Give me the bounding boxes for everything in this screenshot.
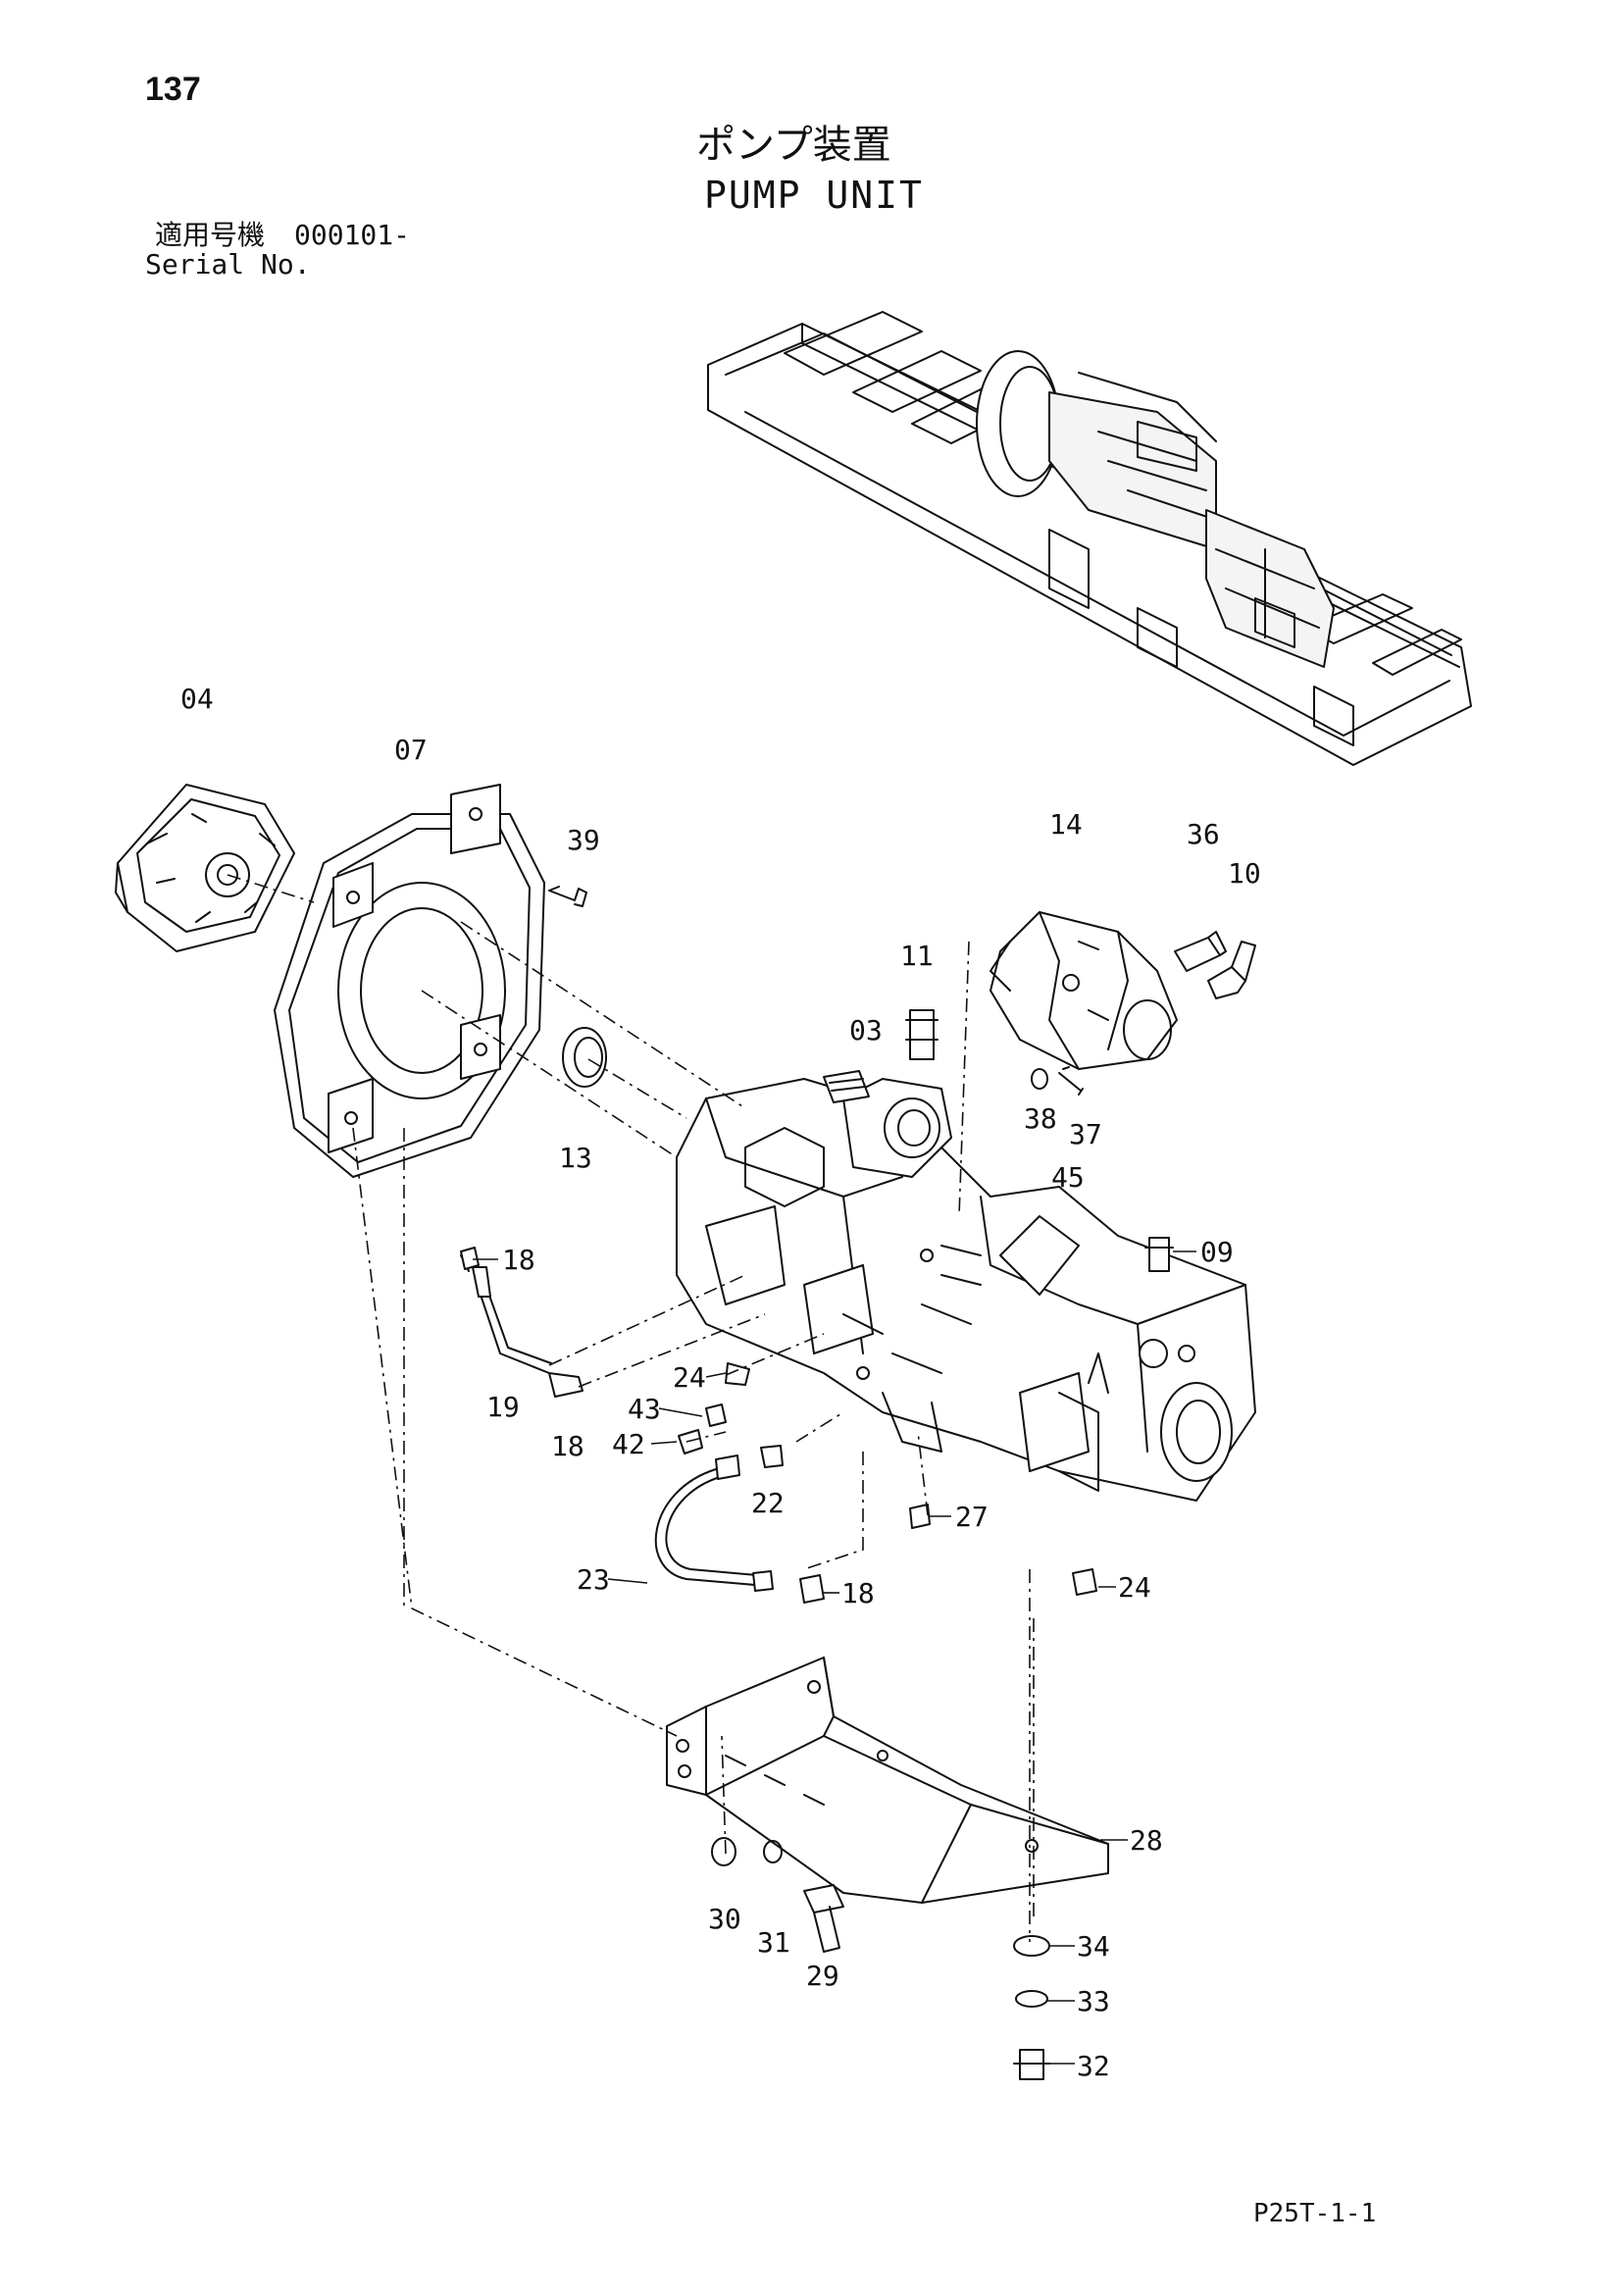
fitting-part-36 <box>1174 931 1227 972</box>
plug-part-27 <box>909 1504 931 1529</box>
part-label: 10 <box>1228 857 1261 890</box>
page-title: PUMP UNIT <box>704 174 924 217</box>
part-label: 13 <box>559 1142 592 1174</box>
part-label: 04 <box>180 683 214 715</box>
part-label: 07 <box>394 734 428 766</box>
part-label: 24 <box>1118 1571 1151 1604</box>
part-label: 32 <box>1077 2050 1110 2082</box>
part-label: 23 <box>577 1563 610 1596</box>
part-label: 28 <box>1130 1824 1163 1857</box>
part-label: 34 <box>1077 1930 1110 1963</box>
part-label: 43 <box>628 1393 661 1425</box>
bolt-part-32 <box>1013 2049 1050 2080</box>
oil-seal-part-13 <box>562 1027 607 1088</box>
page-title-japanese: ポンプ装置 <box>696 123 891 168</box>
part-label: 19 <box>486 1391 520 1423</box>
part-label: 18 <box>551 1430 584 1462</box>
serial-label: Serial No. <box>145 248 311 281</box>
plug-part-03 <box>823 1070 870 1103</box>
spring-washer-part-31 <box>763 1840 783 1863</box>
spring-washer-part-33 <box>1015 1990 1048 2008</box>
part-label: 33 <box>1077 1985 1110 2017</box>
part-label: 39 <box>567 824 600 856</box>
tee-part-22 <box>760 1445 784 1468</box>
part-label: 22 <box>751 1487 785 1519</box>
part-label: 42 <box>612 1428 645 1460</box>
washer-part-34 <box>1013 1935 1050 1957</box>
elbow-part-24 <box>725 1362 750 1386</box>
part-label: 18 <box>841 1577 875 1609</box>
coupling-part-04 <box>115 784 295 952</box>
pilot-pump-part-14 <box>990 911 1178 1070</box>
main-pump-part-45 <box>676 1078 1256 1502</box>
bracket-part-28 <box>666 1657 1109 1904</box>
part-label: 36 <box>1187 818 1220 850</box>
part-label: 27 <box>955 1501 989 1533</box>
plug-part-09 <box>1144 1237 1174 1272</box>
washer-part-30 <box>711 1837 736 1866</box>
chassis-overview-illustration <box>707 311 1472 766</box>
part-label: 24 <box>673 1361 706 1394</box>
fitting-part-18 <box>548 1372 584 1398</box>
part-label: 29 <box>806 1960 839 1992</box>
part-label: 38 <box>1024 1102 1057 1135</box>
part-label: 30 <box>708 1903 741 1935</box>
plug-part-43 <box>705 1403 727 1427</box>
elbow-fitting-part-10 <box>1207 941 1256 999</box>
serial-label-japanese: 適用号機 <box>155 219 266 251</box>
hose-part-23 <box>654 1454 774 1592</box>
fitting-part-11 <box>905 1009 939 1060</box>
part-label: 37 <box>1069 1118 1102 1150</box>
fitting-part-42 <box>678 1429 703 1454</box>
page-number: 137 <box>145 71 201 108</box>
flywheel-housing-part-07 <box>274 784 545 1178</box>
bolt-part-29 <box>803 1884 844 1953</box>
elbow-part-24 <box>1072 1568 1097 1596</box>
reference-code: P25T-1-1 <box>1253 2199 1377 2228</box>
part-label: 11 <box>900 940 934 972</box>
serial-value: 000101- <box>294 219 411 251</box>
part-labels: 04 07 39 14 36 10 11 03 38 37 13 45 18 0… <box>180 683 1261 2082</box>
washer-part-38 <box>1031 1068 1048 1090</box>
bolt-part-37 <box>1058 1066 1084 1096</box>
part-label: 14 <box>1049 808 1083 841</box>
bolt-part-39 <box>548 886 587 907</box>
part-label: 31 <box>757 1926 790 1959</box>
part-label: 18 <box>502 1244 535 1276</box>
part-label: 45 <box>1051 1161 1085 1194</box>
tee-part-18 <box>799 1574 825 1604</box>
fitting-part-18 <box>460 1247 480 1270</box>
part-label: 09 <box>1200 1236 1234 1268</box>
part-label: 03 <box>849 1014 883 1046</box>
